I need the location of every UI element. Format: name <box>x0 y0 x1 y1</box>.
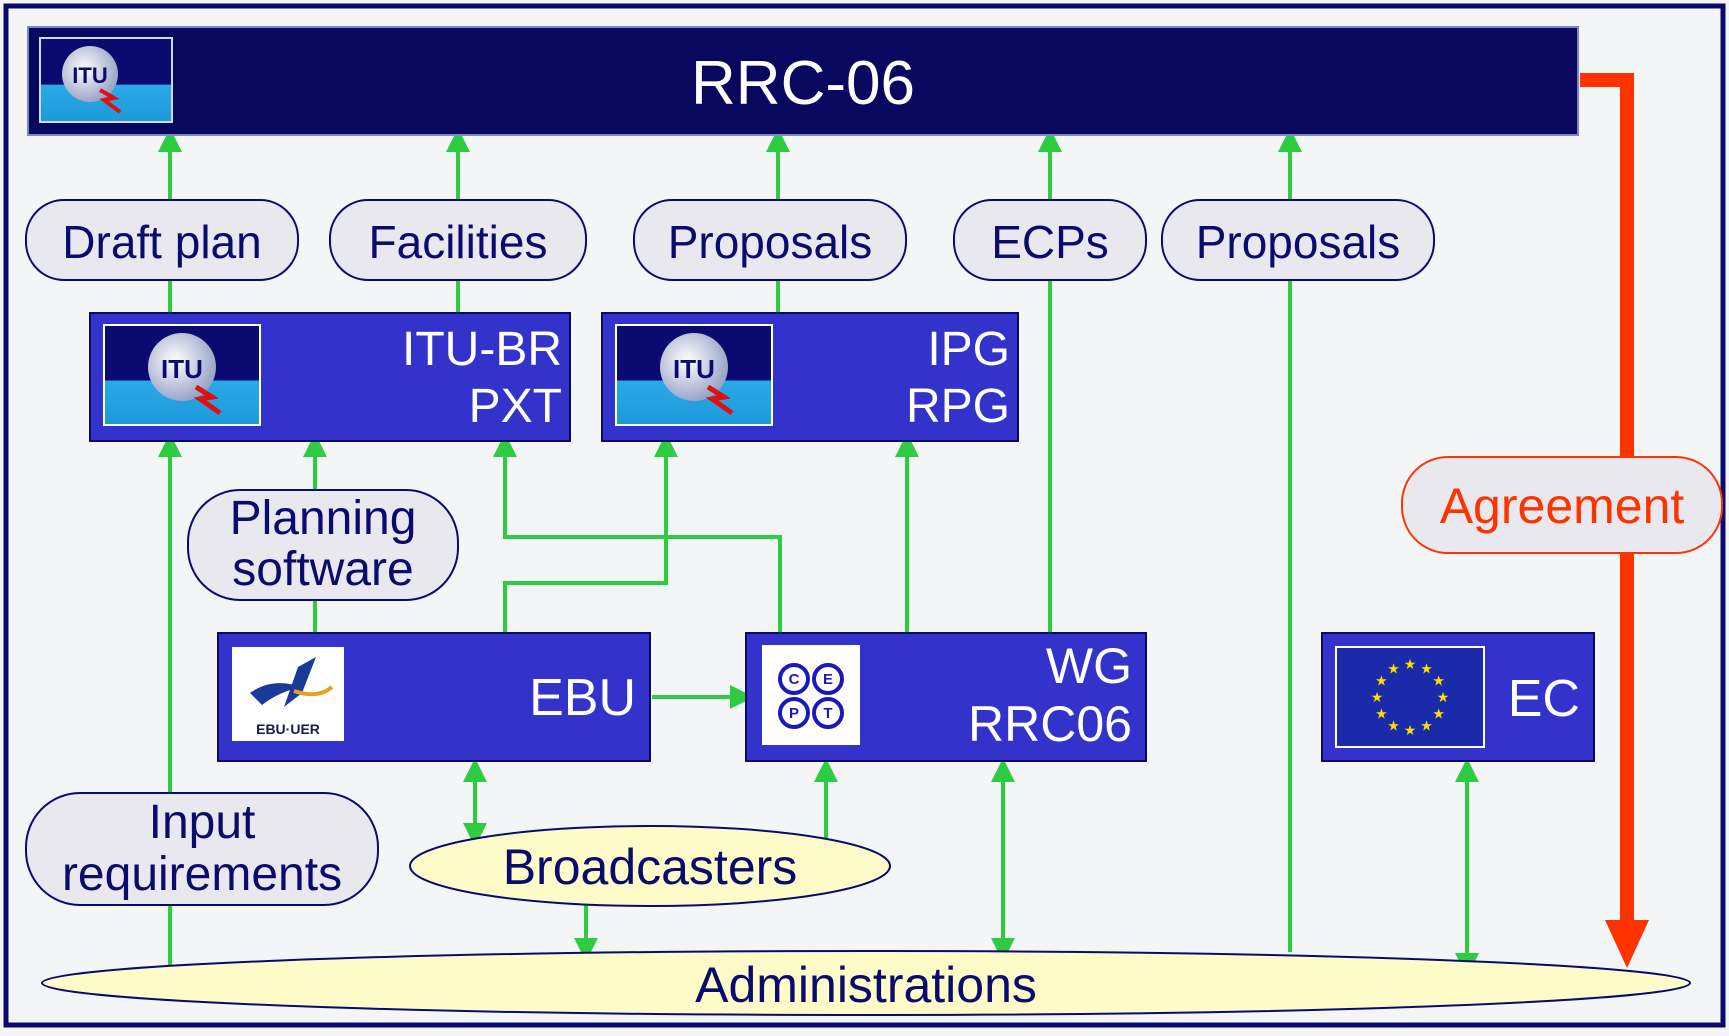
pill-ecps-label: ECPs <box>991 216 1109 268</box>
arrow-ebu-to-ipg <box>503 433 678 633</box>
pill-ecps <box>953 199 1147 281</box>
arrow-wg-to-itubr <box>493 433 782 633</box>
pill-planning-software <box>187 489 459 601</box>
eu-star: ★ <box>1375 706 1388 722</box>
cept-letter-c: C <box>789 671 800 688</box>
eu-star: ★ <box>1437 689 1450 705</box>
agreement-arrowhead <box>1605 920 1649 968</box>
itu-logo-text: ITU <box>72 63 107 88</box>
itu-br-line2: PXT <box>469 380 562 433</box>
page-title: RRC-06 <box>691 49 915 118</box>
broadcasters-ellipse <box>409 825 891 907</box>
eu-star: ★ <box>1404 722 1417 738</box>
output-pills: Draft plan Facilities Proposals ECPs Pro… <box>25 199 1435 281</box>
eu-star: ★ <box>1371 689 1384 705</box>
input-line1: Input <box>149 796 256 849</box>
ebu-logo-icon: EBU·UER <box>232 647 344 741</box>
ebu-logo-text: EBU·UER <box>256 721 320 737</box>
planning-line1: Planning <box>230 492 417 545</box>
eu-star: ★ <box>1375 673 1388 689</box>
pill-proposals-1-label: Proposals <box>668 216 873 268</box>
pill-draft-plan <box>25 199 299 281</box>
eu-star: ★ <box>1404 656 1417 672</box>
itu-br-line1: ITU-BR <box>402 323 562 376</box>
wg-line2: RRC06 <box>968 696 1132 752</box>
pill-draft-plan-label: Draft plan <box>62 216 261 268</box>
ipg-line2: RPG <box>906 380 1010 433</box>
cept-logo-icon: C E P T <box>762 645 860 745</box>
eu-flag-icon: ★★★★★★★★★★★★ <box>1335 646 1485 748</box>
broadcasters-label: Broadcasters <box>503 839 798 895</box>
cept-letter-p: P <box>789 705 799 722</box>
pill-proposals-1 <box>633 199 907 281</box>
connectors <box>158 128 1479 977</box>
eu-star: ★ <box>1420 660 1433 676</box>
administrations-label: Administrations <box>695 957 1037 1013</box>
pill-facilities <box>329 199 587 281</box>
eu-star: ★ <box>1387 718 1400 734</box>
eu-star: ★ <box>1420 718 1433 734</box>
pill-agreement <box>1401 456 1723 554</box>
itu-logo-text: ITU <box>161 354 203 384</box>
ipg-line1: IPG <box>927 323 1010 376</box>
eu-star: ★ <box>1432 673 1445 689</box>
eu-star: ★ <box>1387 660 1400 676</box>
input-line2: requirements <box>62 848 342 901</box>
itu-logo-icon: ITU <box>39 37 173 123</box>
pill-facilities-label: Facilities <box>369 216 548 268</box>
pill-proposals-2 <box>1161 199 1435 281</box>
itu-logo-icon: ITU <box>103 324 261 426</box>
itu-logo-text: ITU <box>673 354 715 384</box>
rrc06-title-bar <box>27 26 1579 136</box>
cept-letter-e: E <box>823 671 833 688</box>
ec-label: EC <box>1508 670 1580 728</box>
eu-star: ★ <box>1432 706 1445 722</box>
cept-letter-t: T <box>823 705 832 722</box>
agreement-arrow <box>1580 73 1649 968</box>
pill-input-requirements <box>25 792 379 906</box>
agreement-label: Agreement <box>1440 478 1685 534</box>
wg-line1: WG <box>1046 638 1132 694</box>
pill-proposals-2-label: Proposals <box>1196 216 1401 268</box>
planning-line2: software <box>232 543 413 596</box>
itu-logo-icon: ITU <box>615 324 773 426</box>
agreement-line <box>1580 73 1634 920</box>
administrations-ellipse <box>41 950 1691 1016</box>
ebu-label: EBU <box>529 669 636 727</box>
